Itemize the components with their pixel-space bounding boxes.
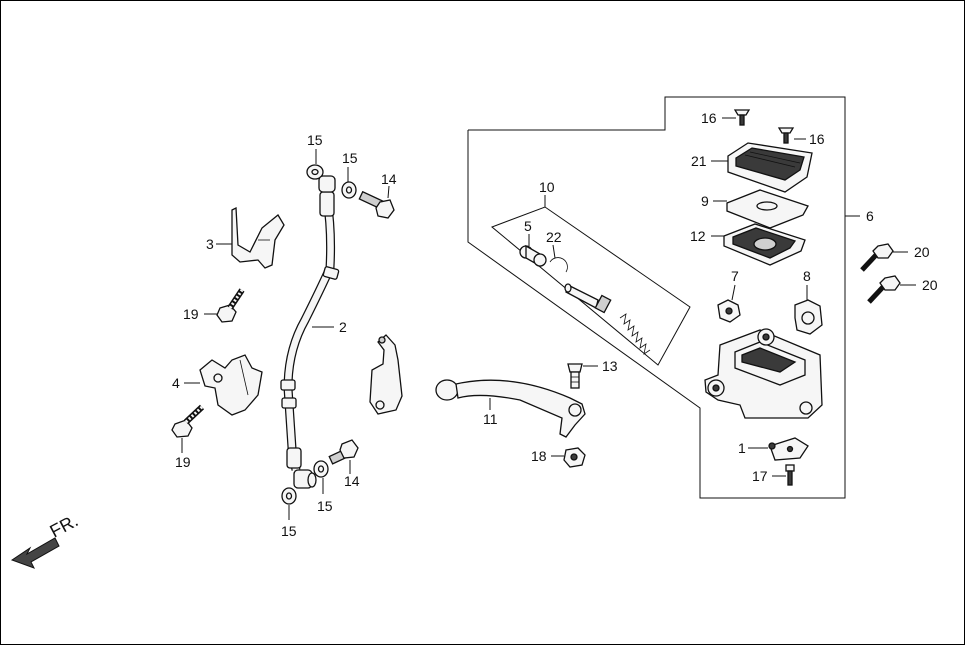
front-direction-arrow [10,537,60,569]
callout-9: 9 [701,193,709,209]
diaphragm-plate-9 [726,189,809,229]
piston-kit-group-outline [491,206,691,366]
callout-15a: 15 [307,132,323,148]
sealing-washer-15c [313,460,329,478]
callout-20b: 20 [922,277,938,293]
callout-8: 8 [803,268,811,284]
callout-15d: 15 [281,523,297,539]
piston-spring [619,313,651,355]
hose-clamp-3 [231,206,285,269]
callout-16b: 16 [809,131,825,147]
bolt-19-upper [216,288,245,323]
callout-7: 7 [731,268,739,284]
diaphragm-12 [723,223,806,266]
brake-lever-11 [435,379,586,438]
callout-2: 2 [339,319,347,335]
callout-12: 12 [690,228,706,244]
master-cylinder-group-outline [467,96,846,499]
callout-3: 3 [206,236,214,252]
oil-bolt-14-bottom [328,439,359,465]
screw-16-top [733,109,751,126]
brake-hose-2 [280,191,340,489]
callout-22: 22 [546,229,562,245]
callout-13: 13 [602,358,618,374]
bolt-20-upper [860,243,894,272]
pivot-nut-18 [563,447,586,468]
callout-5: 5 [524,218,532,234]
hose-guide-4 [199,354,263,416]
callout-6: 6 [866,208,874,224]
callout-10: 10 [539,179,555,195]
direction-label: FR. [46,510,81,541]
callout-4: 4 [172,375,180,391]
callout-19a: 19 [183,306,199,322]
callout-19b: 19 [175,454,191,470]
callout-14a: 14 [381,171,397,187]
callout-16a: 16 [701,110,717,126]
sealing-washer-15b [341,181,357,199]
master-cylinder-holder-8 [794,299,823,335]
master-cylinder-body [704,328,823,419]
screw-16-second [777,127,795,144]
callout-1: 1 [738,440,746,456]
callout-18: 18 [531,448,547,464]
callout-15c: 15 [317,498,333,514]
sealing-washer-15d [281,487,297,505]
callout-17: 17 [752,468,768,484]
sealing-washer-15a [306,164,324,180]
callout-14b: 14 [344,473,360,489]
brake-light-switch-1 [768,437,809,461]
bolt-19-lower [171,404,205,438]
piston-assembly [564,283,612,314]
hose-bracket [369,334,403,415]
callout-20a: 20 [914,244,930,260]
callout-11: 11 [483,411,498,427]
reservoir-cap-21 [727,142,813,193]
pivot-collar-5 [519,244,547,268]
callout-15b: 15 [342,150,358,166]
oil-bolt-14-top [358,190,395,219]
clamp-bolt-7 [717,299,741,323]
callout-21: 21 [691,153,707,169]
screw-17 [785,464,795,486]
pivot-bolt-13 [567,363,583,389]
bolt-20-lower [867,275,901,304]
hose-fitting-top [318,175,336,193]
circlip-22 [549,257,568,273]
